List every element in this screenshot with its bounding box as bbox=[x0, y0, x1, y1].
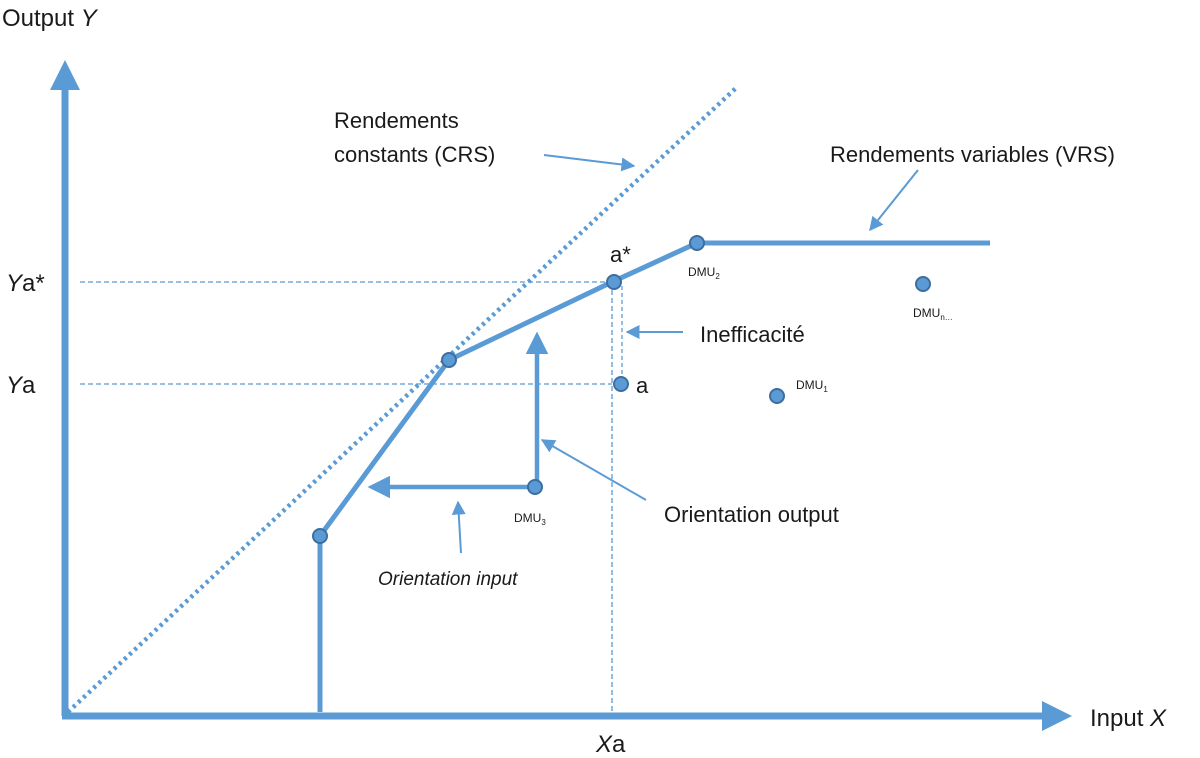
crs-frontier bbox=[66, 86, 738, 714]
x-axis-arrowhead bbox=[1042, 701, 1072, 731]
ya-tick-label: Ya bbox=[6, 372, 36, 399]
orientation-input-label: Orientation input bbox=[378, 569, 518, 590]
dmu1-label: DMU1 bbox=[796, 378, 828, 394]
a-star-label: a* bbox=[610, 242, 631, 267]
xa-tick-label: Xa bbox=[595, 731, 626, 758]
frontier-point-mid bbox=[441, 352, 457, 368]
point-a-star bbox=[606, 274, 622, 290]
vrs-pointer-arrow bbox=[869, 169, 919, 232]
dmu3-label: DMU3 bbox=[514, 511, 546, 527]
orientation-output-pointer-arrow bbox=[540, 439, 647, 501]
crs-label-line1: Rendements bbox=[334, 108, 459, 133]
ya-star-tick-label: Ya* bbox=[6, 270, 45, 297]
frontier-point-low bbox=[312, 528, 328, 544]
inefficiency-label: Inefficacité bbox=[700, 322, 805, 347]
point-dmu3 bbox=[527, 479, 543, 495]
a-label: a bbox=[636, 373, 649, 398]
point-dmu1 bbox=[769, 388, 785, 404]
crs-label-line2: constants (CRS) bbox=[334, 142, 495, 167]
orientation-output-label: Orientation output bbox=[664, 502, 839, 527]
dmun-label: DMUn… bbox=[913, 306, 953, 322]
dmu2-label: DMU2 bbox=[688, 265, 720, 281]
point-dmun bbox=[915, 276, 931, 292]
y-axis-arrowhead bbox=[50, 60, 80, 90]
orientation-input-pointer-arrow bbox=[451, 500, 466, 554]
y-axis-label: Output Y bbox=[2, 5, 99, 32]
vrs-label: Rendements variables (VRS) bbox=[830, 142, 1115, 167]
crs-pointer-arrow bbox=[543, 154, 636, 172]
x-axis-label: Input X bbox=[1090, 705, 1167, 732]
point-a bbox=[613, 376, 629, 392]
point-dmu2 bbox=[689, 235, 705, 251]
vrs-frontier bbox=[317, 240, 990, 712]
